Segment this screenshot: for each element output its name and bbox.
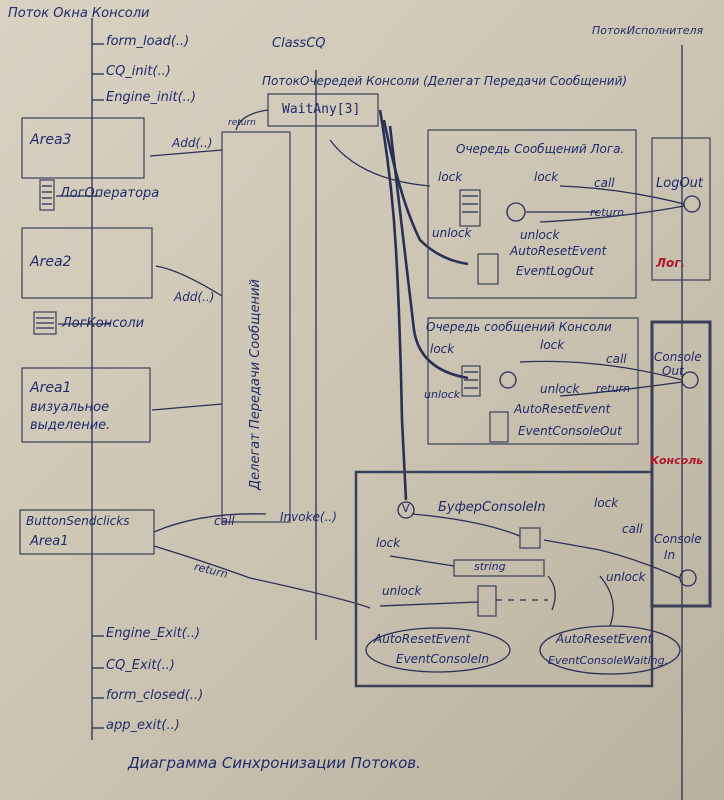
init-call-3: Engine_init(..): [106, 90, 197, 105]
console-queue-title: Очередь сообщений Консоли: [426, 320, 612, 334]
init-call-2: CQ_init(..): [106, 64, 171, 79]
console-queue-call: call: [606, 352, 627, 366]
log-queue-unlock-1: unlock: [432, 226, 472, 240]
console-queue-event-1: AutoResetEvent: [514, 402, 611, 416]
area1-label: Area1: [30, 380, 72, 396]
log-queue-title: Очередь Сообщений Лога.: [456, 142, 625, 156]
add-label-2: Add(..): [174, 290, 215, 304]
log-out-label: LogOut: [656, 176, 704, 191]
console-out-label-1: Console: [654, 350, 702, 364]
buffer-lock-2: lock: [376, 536, 401, 550]
console-queue-box: [427, 317, 639, 445]
delegate-column: [221, 131, 291, 523]
return-top-label: return: [228, 118, 256, 128]
buffer-unlock-1: unlock: [382, 584, 422, 598]
console-queue-lock-1: lock: [430, 342, 455, 356]
invoke-label: Invoke(..): [280, 510, 337, 524]
console-queue-return: return: [596, 382, 631, 395]
delegate-label: Делегат Передачи Сообщений: [248, 279, 263, 490]
area2-box: [21, 227, 153, 299]
buffer-string: string: [474, 560, 506, 573]
wait-any-label: WaitAny[3]: [282, 102, 361, 117]
window-thread-title: Поток Окна Консоли: [8, 6, 150, 21]
buffer-event2-a: AutoResetEvent: [556, 632, 653, 646]
call-label: call: [214, 514, 235, 528]
log-queue-return: return: [590, 206, 625, 219]
console-queue-lock-2: lock: [540, 338, 565, 352]
buffer-unlock-2: unlock: [606, 570, 646, 584]
buffer-event2-b: EventConsoleWaiting.: [548, 654, 669, 667]
button-label-1: ButtonSendclicks: [26, 514, 130, 528]
log-queue-lock-2: lock: [534, 170, 559, 184]
buffer-event1-a: AutoResetEvent: [374, 632, 471, 646]
log-operator-label: ЛогОператора: [60, 186, 160, 201]
area3-box: [21, 117, 145, 179]
console-tag: Консоль: [650, 454, 704, 467]
log-operator-icon: [39, 179, 55, 211]
console-out-label-2: Out: [662, 364, 684, 378]
area1-box: [21, 367, 151, 443]
exit-call-4: app_exit(..): [106, 718, 180, 733]
exit-call-2: CQ_Exit(..): [106, 658, 175, 673]
log-queue-lock-1: lock: [438, 170, 463, 184]
console-queue-unlock-2: unlock: [540, 382, 580, 396]
buffer-event1-b: EventConsoleIn: [396, 652, 490, 666]
console-queue-unlock-1: unlock: [424, 388, 461, 401]
console-queue-event-2: EventConsoleOut: [518, 424, 622, 438]
init-call-1: form_load(..): [106, 34, 190, 49]
area1-desc-1: визуальное: [30, 400, 110, 415]
log-queue-call: call: [594, 176, 615, 190]
classcq-title: ClassCQ: [272, 36, 326, 51]
console-in-label-1: Console: [654, 532, 702, 546]
exit-call-1: Engine_Exit(..): [106, 626, 201, 641]
log-console-icon: [33, 311, 57, 335]
log-console-label: ЛогКонсоли: [62, 316, 145, 331]
diagram-title: Диаграмма Синхронизации Потоков.: [128, 754, 421, 772]
area2-label: Area2: [30, 254, 72, 270]
log-queue-event-1: AutoResetEvent: [510, 244, 607, 258]
buffer-call: call: [622, 522, 643, 536]
log-queue-unlock-2: unlock: [520, 228, 560, 242]
console-box: [650, 320, 712, 608]
button-label-2: Area1: [30, 534, 69, 549]
console-in-label-2: In: [664, 548, 676, 562]
log-out-box: [651, 137, 711, 281]
executor-thread-title: ПотокИсполнителя: [592, 24, 704, 37]
area1-desc-2: выделение.: [30, 418, 111, 433]
log-tag: Лог.: [656, 256, 686, 270]
queue-thread-title: ПотокОчередей Консоли (Делегат Передачи …: [262, 74, 628, 88]
buffer-box: [354, 470, 654, 688]
exit-call-3: form_closed(..): [106, 688, 204, 703]
log-queue-event-2: EventLogOut: [516, 264, 594, 278]
buffer-lock-1: lock: [594, 496, 619, 510]
add-label-1: Add(..): [172, 136, 213, 150]
buffer-v-mark: V: [402, 502, 410, 515]
buffer-title: БуферConsoleIn: [438, 500, 546, 515]
area3-label: Area3: [30, 132, 72, 148]
